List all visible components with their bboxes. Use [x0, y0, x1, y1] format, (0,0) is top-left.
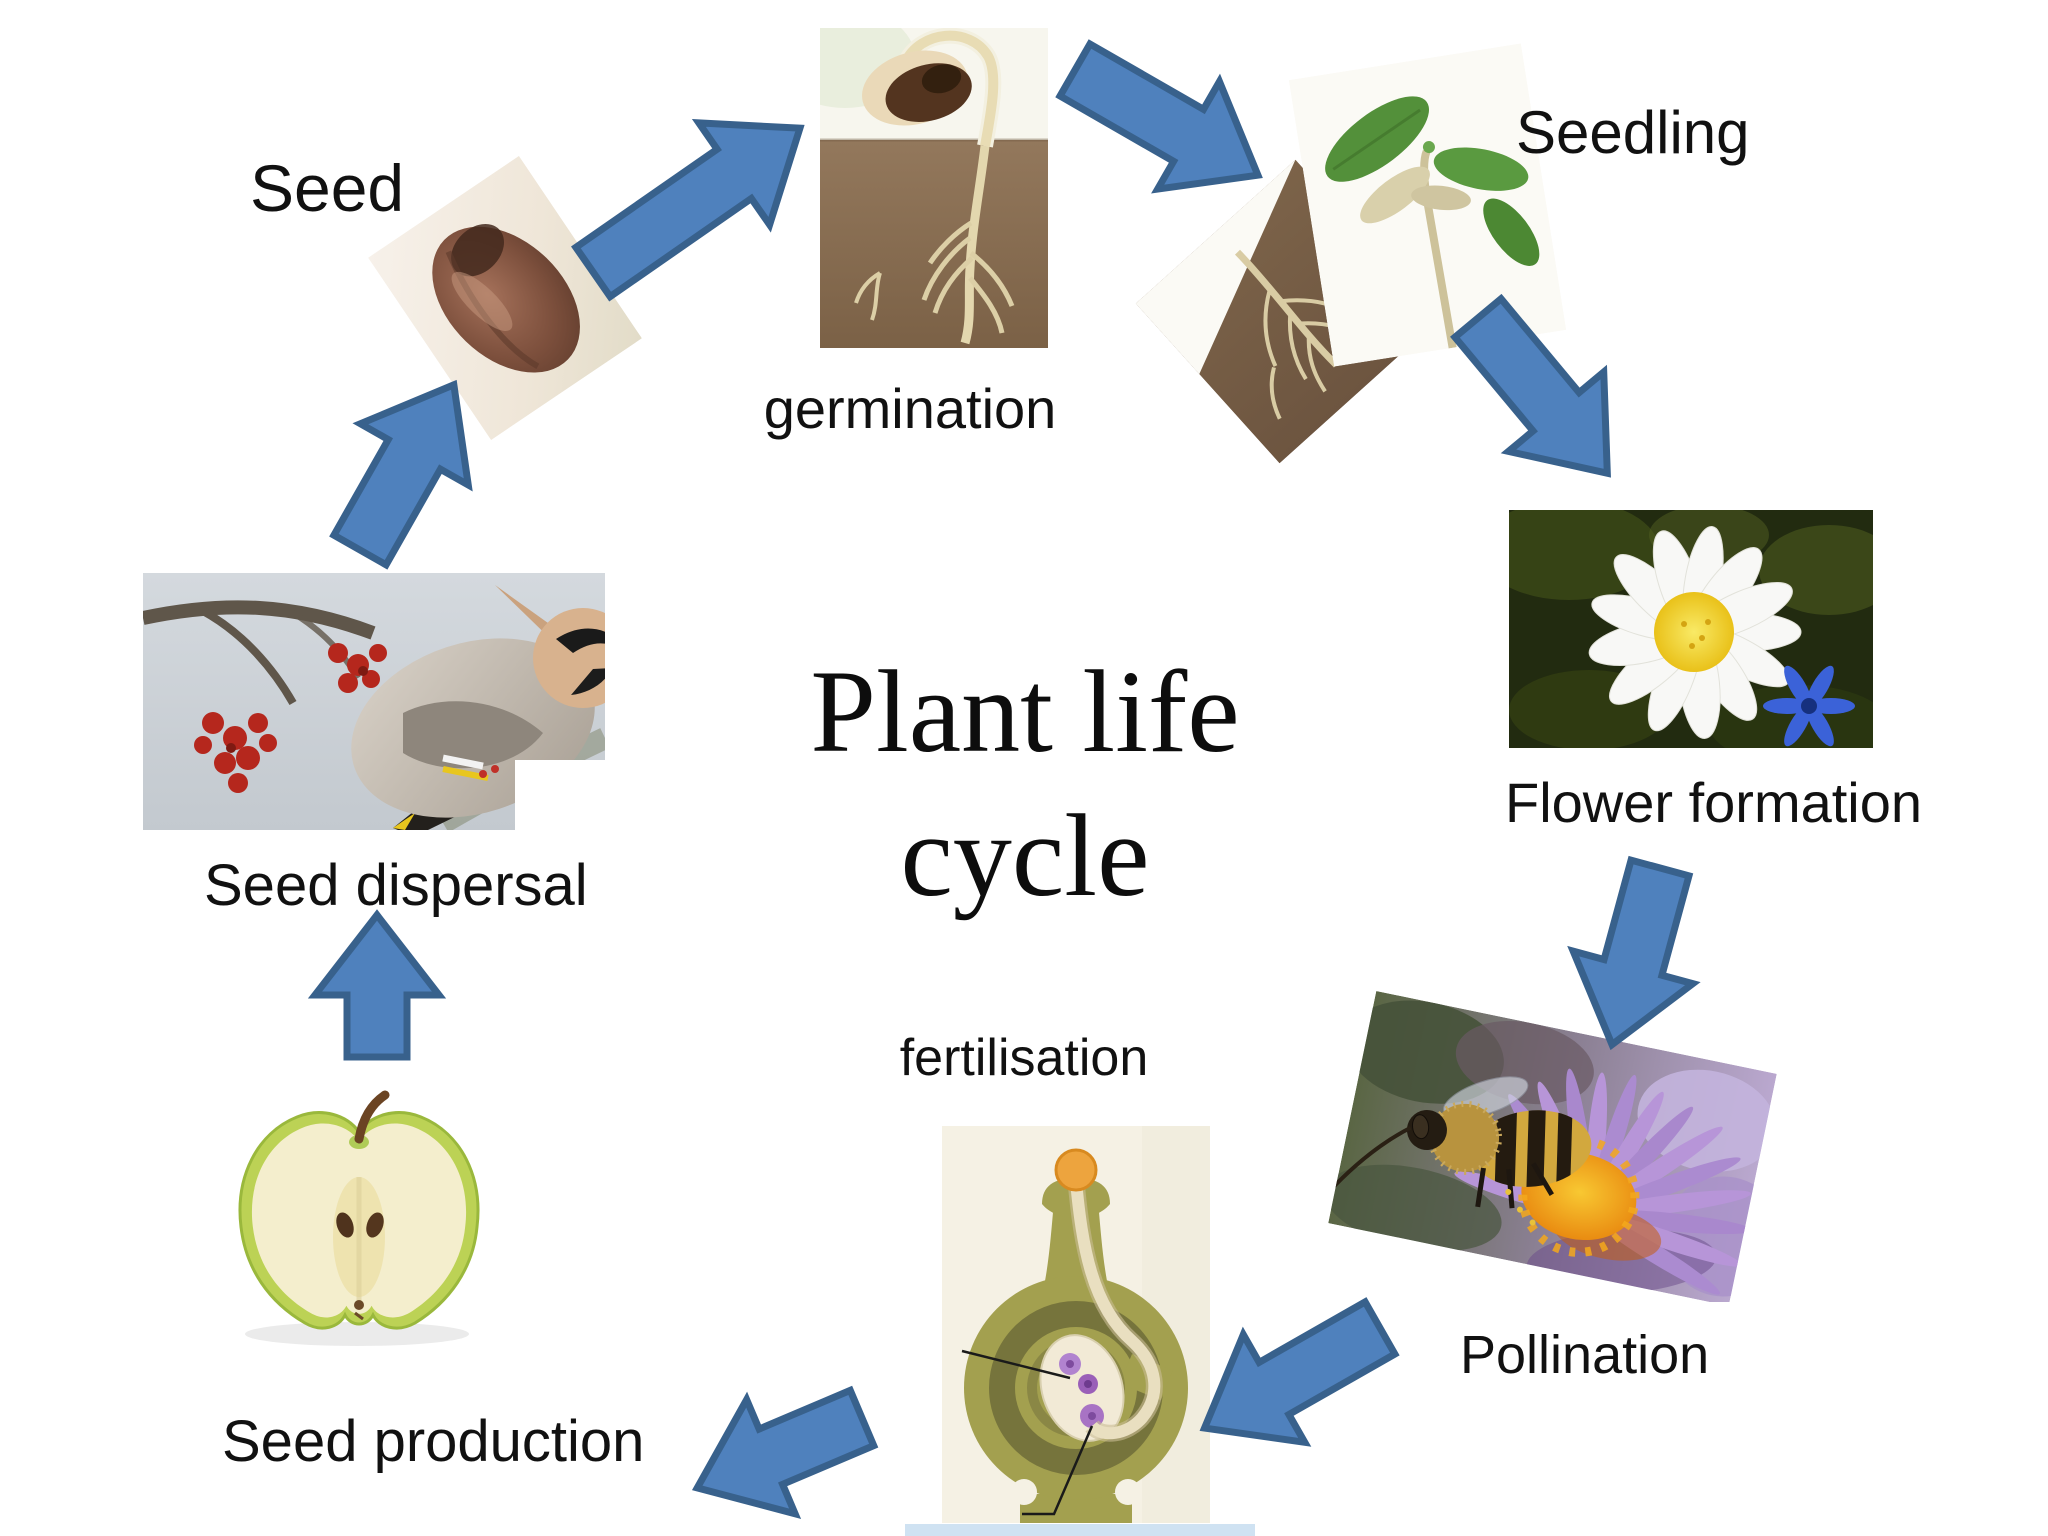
germination-photo: [820, 28, 1048, 348]
arrow-flower-to-pollination: [1567, 855, 1701, 1051]
bee-on-flower-illustration: [1328, 990, 1777, 1307]
page-title: Plant life cycle: [700, 640, 1350, 928]
seedling-photo: [1288, 43, 1567, 367]
arrow-germination-to-seedling: [1055, 39, 1263, 194]
arrow-production-to-dispersal: [307, 909, 447, 1061]
seed-photo: [368, 155, 642, 441]
pollination-photo: [1328, 990, 1777, 1307]
white-notch: [515, 760, 627, 835]
label-pollination: Pollination: [1460, 1325, 1710, 1385]
arrow-fertilisation-to-seed-production: [691, 1385, 879, 1519]
blue-strip: [905, 1524, 1255, 1536]
apple-photo: [227, 1087, 490, 1350]
flower-photo: [1509, 510, 1873, 748]
apple-half-illustration: [238, 1090, 480, 1346]
daisy-illustration: [1509, 510, 1873, 748]
label-seedling: Seedling: [1516, 99, 1750, 166]
arrow-seed-to-germination: [571, 119, 805, 302]
label-fertilisation: fertilisation: [899, 1029, 1149, 1087]
label-germination: germination: [763, 377, 1057, 440]
germination-illustration: [820, 28, 1048, 348]
page-title-line1: Plant life: [810, 646, 1240, 777]
label-seed: Seed: [250, 151, 405, 225]
label-seed-dispersal: Seed dispersal: [204, 853, 588, 918]
seedling-illustration: [1288, 43, 1567, 367]
carpel-illustration: [942, 1126, 1210, 1523]
label-flower-formation: Flower formation: [1505, 771, 1923, 834]
label-seed-production: Seed production: [222, 1409, 645, 1474]
arrow-dispersal-to-seed: [329, 379, 473, 570]
arrow-pollination-to-fertilisation: [1199, 1297, 1400, 1447]
arrow-seedling-to-flower: [1450, 293, 1611, 478]
fertilisation-diagram: [942, 1126, 1210, 1523]
page-title-line2: cycle: [900, 789, 1150, 921]
bee: [1328, 1076, 1592, 1209]
blue-flower: [1763, 665, 1855, 747]
white-band: [1342, 1302, 1812, 1412]
seed-illustration: [368, 155, 642, 441]
